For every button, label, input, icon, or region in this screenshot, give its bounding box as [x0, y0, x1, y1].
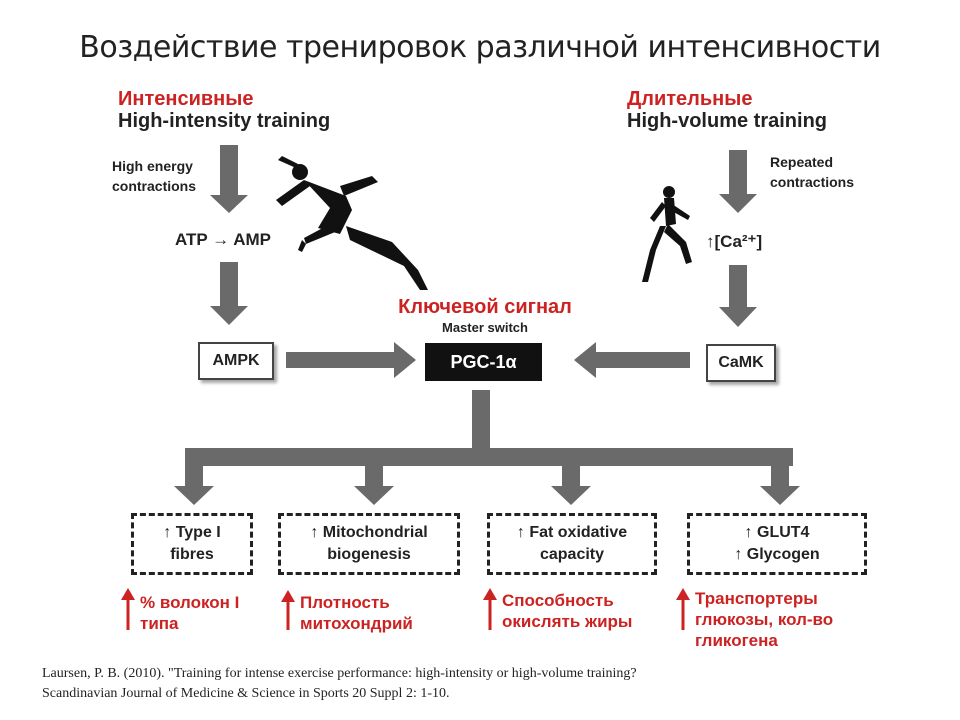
outcome-2-line1: ↑ Mitochondrial	[310, 524, 428, 541]
outcome-4-line2: ↑ Glycogen	[734, 546, 820, 563]
drop-4-shaft	[771, 466, 789, 488]
right-arrow-1-head	[719, 194, 757, 213]
left-arrow-1-head	[210, 195, 248, 213]
right-title-en: High-volume training	[627, 110, 827, 132]
reference-line-2: Scandinavian Journal of Medicine & Scien…	[42, 686, 450, 701]
outcome-1-ru-line1: % волокон I	[140, 593, 240, 612]
outcome-4-ru-line3: гликогена	[695, 631, 778, 650]
outcome-3-line1: ↑ Fat oxidative	[516, 524, 628, 541]
left-arrow-2-shaft	[220, 262, 238, 308]
sprinter-icon	[276, 156, 428, 290]
right-title-ru: Длительные	[627, 88, 753, 110]
drop-1-shaft	[185, 466, 203, 488]
right-arrow-2-head	[719, 307, 757, 327]
ampk-to-pgc-head	[394, 342, 416, 378]
runner-icon	[642, 186, 692, 282]
outcome-4-line1: ↑ GLUT4	[744, 524, 810, 541]
left-stimulus: High energy contractions	[112, 156, 196, 196]
outcome-3-ru-line1: Способность	[502, 591, 614, 610]
ampk-box: AMPK	[198, 342, 274, 380]
page-title: Воздействие тренировок различной интенси…	[79, 30, 881, 65]
right-stimulus: Repeated contractions	[770, 152, 854, 192]
outcome-3-ru: Способность окислять жиры	[502, 590, 632, 632]
left-arrow-1-shaft	[220, 145, 238, 197]
outcome-4-ru: Транспортеры глюкозы, кол-во гликогена	[695, 588, 833, 651]
outcome-2-line2: biogenesis	[327, 546, 411, 563]
outcome-1-line2: fibres	[170, 546, 214, 563]
outcome-box-mitochondrial: ↑ Mitochondrial biogenesis	[278, 513, 460, 575]
drop-1-head	[174, 486, 214, 505]
outcome-3-ru-line2: окислять жиры	[502, 612, 633, 631]
right-arrow-1-shaft	[729, 150, 747, 196]
left-title-ru: Интенсивные	[118, 88, 254, 110]
outcome-1-ru: % волокон I типа	[140, 592, 239, 634]
left-arrow-2-head	[210, 306, 248, 325]
camk-box: CaMK	[706, 344, 776, 382]
outcome-box-glut4: ↑ GLUT4 ↑ Glycogen	[687, 513, 867, 575]
outcome-2-ru-line2: митохондрий	[300, 614, 413, 633]
outcome-2-ru: Плотность митохондрий	[300, 592, 413, 634]
left-title-en: High-intensity training	[118, 110, 331, 132]
master-switch-label: Master switch	[442, 320, 528, 335]
outcome-1-ru-line2: типа	[140, 614, 179, 633]
left-stimulus-line2: contractions	[112, 178, 197, 194]
reference-line-1: Laursen, P. B. (2010). "Training for int…	[42, 666, 637, 681]
distribution-bar	[185, 448, 793, 466]
outcome-2-ru-line1: Плотность	[300, 593, 390, 612]
drop-3-head	[551, 486, 591, 505]
outcome-box-fat-oxidative: ↑ Fat oxidative capacity	[487, 513, 657, 575]
left-stimulus-line1: High energy	[112, 158, 193, 174]
drop-2-head	[354, 486, 394, 505]
ampk-to-pgc-shaft	[286, 352, 396, 368]
pgc-trunk	[472, 390, 490, 450]
left-metabolic: ATP → AMP	[175, 230, 272, 249]
right-arrow-2-shaft	[729, 265, 747, 309]
outcome-1-line1: ↑ Type I	[163, 524, 221, 541]
camk-to-pgc-shaft	[594, 352, 690, 368]
pgc-box: PGC-1α	[425, 343, 542, 381]
camk-to-pgc-head	[574, 342, 596, 378]
outcome-3-line2: capacity	[539, 546, 605, 563]
drop-4-head	[760, 486, 800, 505]
key-signal-label: Ключевой сигнал	[398, 296, 572, 318]
outcome-4-ru-line2: глюкозы, кол-во	[695, 610, 834, 629]
right-stimulus-line2: contractions	[770, 174, 855, 190]
drop-3-shaft	[562, 466, 580, 488]
outcome-box-type1: ↑ Type I fibres	[131, 513, 253, 575]
right-metabolic: ↑[Ca²⁺]	[706, 232, 763, 251]
outcome-4-ru-line1: Транспортеры	[695, 589, 818, 608]
drop-2-shaft	[365, 466, 383, 488]
right-stimulus-line1: Repeated	[770, 154, 834, 170]
